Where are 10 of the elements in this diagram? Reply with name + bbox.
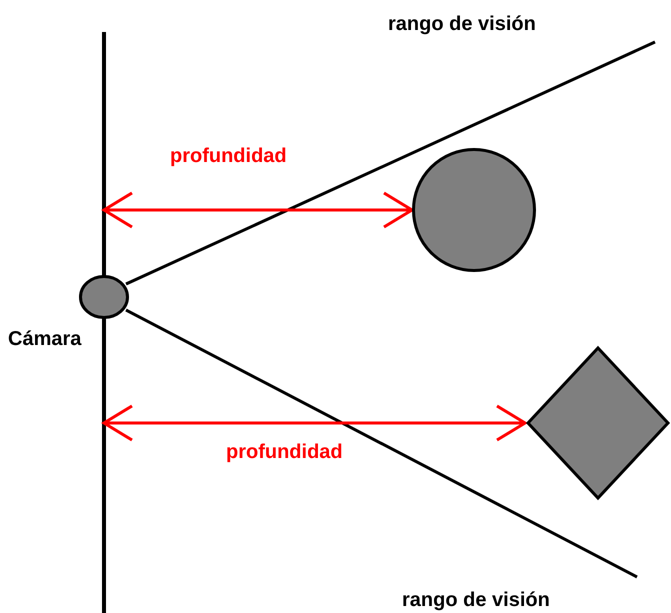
edge-label: profundidad bbox=[170, 146, 287, 166]
camera-ellipse bbox=[79, 275, 129, 319]
range-label: rango de visión bbox=[388, 14, 536, 34]
camera-label: Cámara bbox=[8, 329, 82, 349]
double-arrow bbox=[102, 192, 414, 228]
diamond-object bbox=[525, 345, 671, 501]
circle-object bbox=[412, 148, 536, 272]
edge-label: profundidad bbox=[226, 442, 343, 462]
range-label: rango de visión bbox=[402, 590, 550, 610]
double-arrow bbox=[102, 404, 526, 442]
